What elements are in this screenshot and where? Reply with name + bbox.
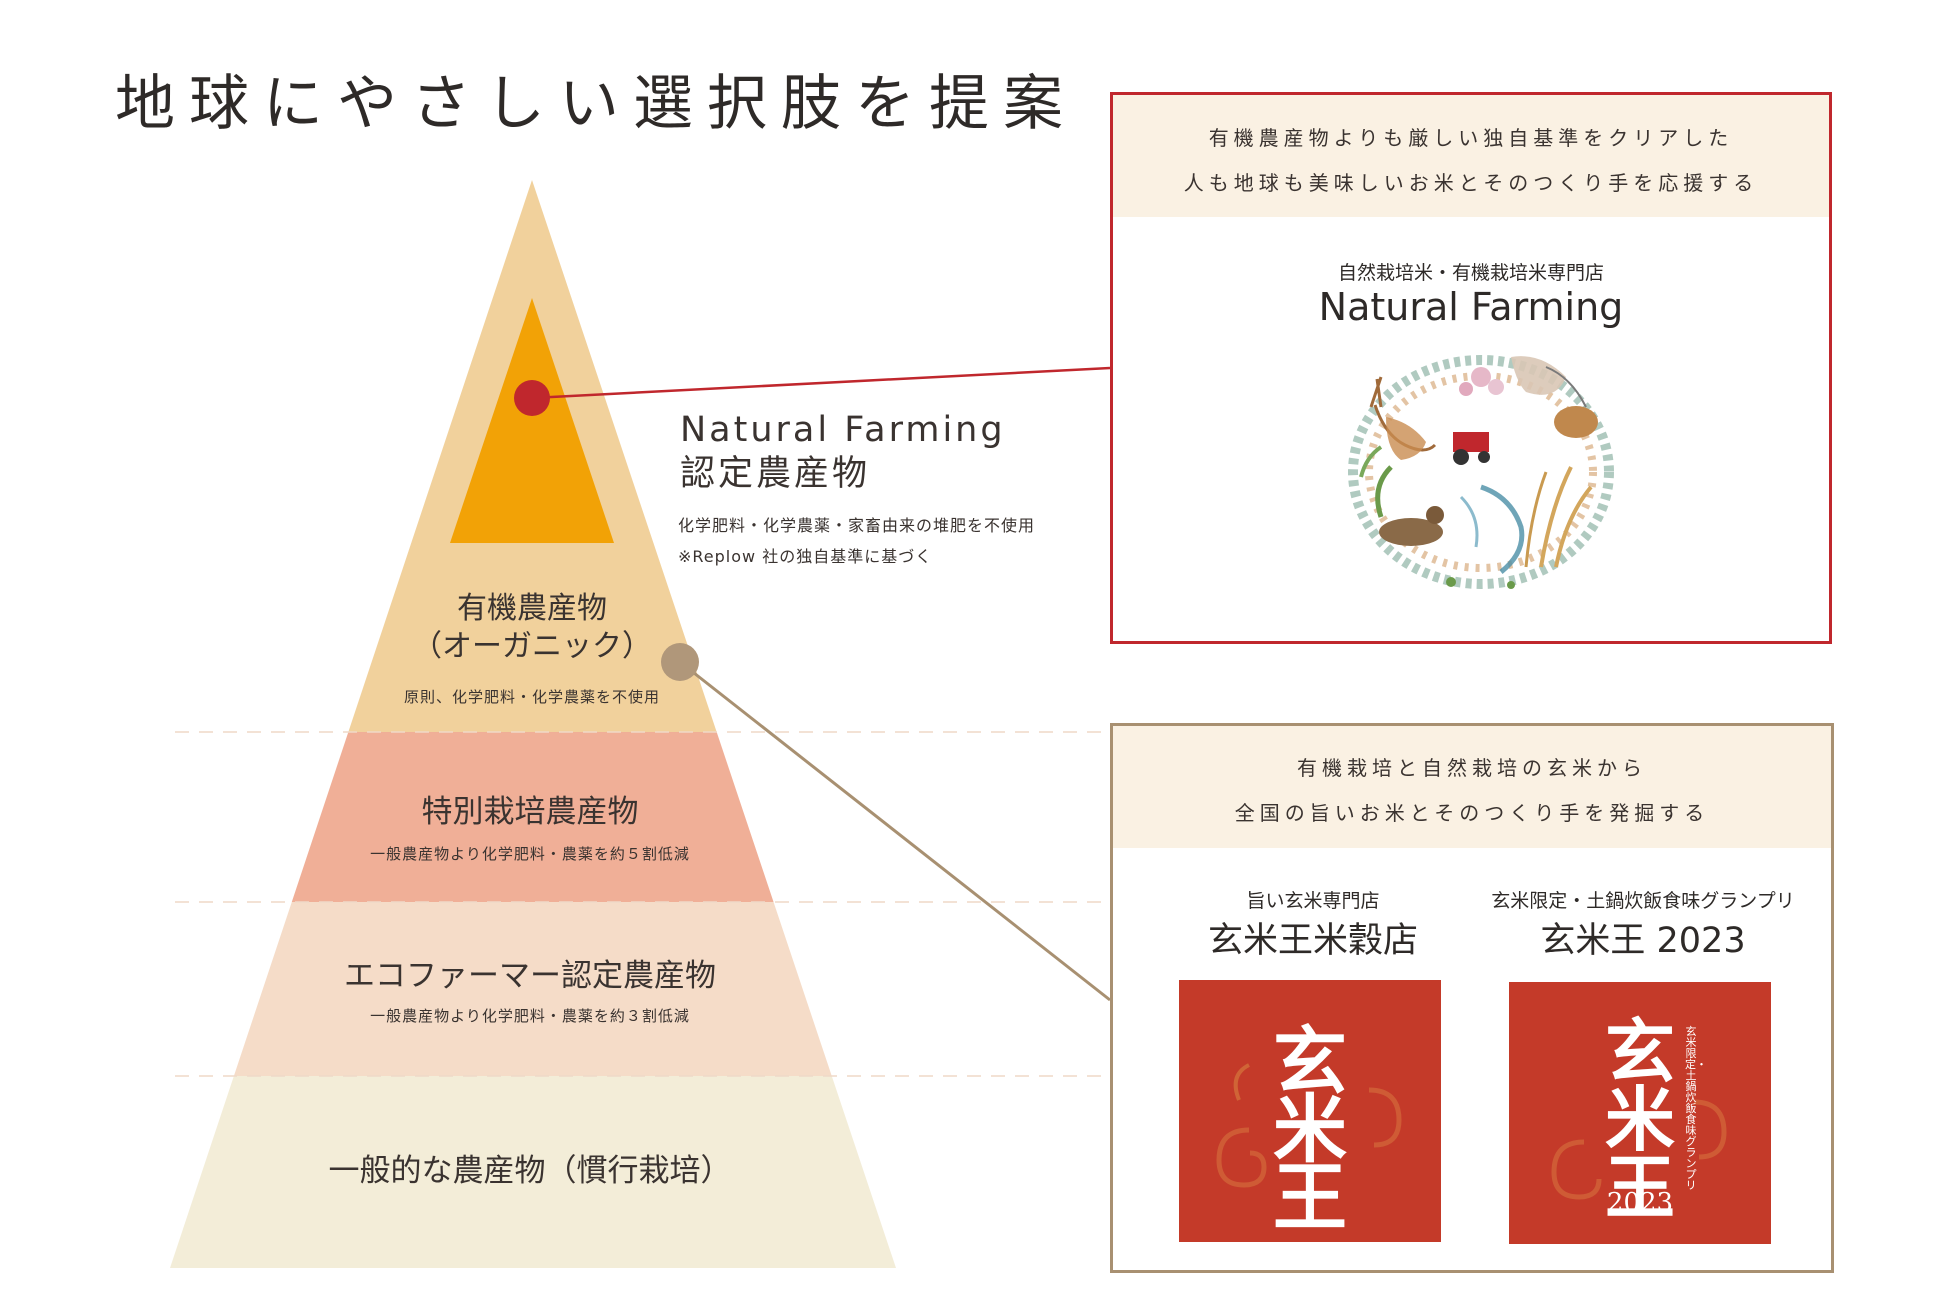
natural-farming-label: Natural Farming 認定農産物 bbox=[680, 408, 1006, 496]
swirl-ornament-icon bbox=[1551, 1099, 1727, 1200]
natural-farming-desc-line2: ※Replow 社の独自基準に基づく bbox=[678, 547, 933, 566]
genmai-ou-band-line2: 全国の旨いお米とそのつくり手を発掘する bbox=[1234, 801, 1710, 825]
genmai-ou-band: 有機栽培と自然栽培の玄米から 全国の旨いお米とそのつくり手を発掘する bbox=[1113, 726, 1831, 848]
shop2-logo-text: 玄米王 bbox=[1605, 1010, 1675, 1229]
nature-wreath-illustration-icon bbox=[1348, 355, 1614, 589]
shop2-logo-year: 2023 bbox=[1606, 1188, 1674, 1218]
natural-farming-band-line1: 有機農産物よりも厳しい独自基準をクリアした bbox=[1208, 126, 1734, 150]
special-title: 特別栽培農産物 bbox=[421, 794, 639, 830]
natural-farming-name: Natural Farming bbox=[1318, 285, 1624, 329]
natural-farming-box: 有機農産物よりも厳しい独自基準をクリアした 人も地球も美味しいお米とそのつくり手… bbox=[1110, 92, 1832, 644]
natural-farming-band-line2: 人も地球も美味しいお米とそのつくり手を応援する bbox=[1183, 171, 1759, 195]
natural-farming-band: 有機農産物よりも厳しい独自基準をクリアした 人も地球も美味しいお米とそのつくり手… bbox=[1113, 95, 1829, 217]
organic-title: 有機農産物 （オーガニック） bbox=[332, 590, 732, 666]
natural-farming-description: 化学肥料・化学農薬・家畜由来の堆肥を不使用 ※Replow 社の独自基準に基づく bbox=[678, 510, 1035, 572]
connector-line-organic bbox=[679, 660, 1111, 1002]
marker-dot-organic bbox=[661, 643, 699, 681]
shop2-logo-vertical-text: 玄米限定・土鍋炊飯食味グランプリ bbox=[1685, 1025, 1707, 1192]
natural-farming-label-jp: 認定農産物 bbox=[680, 454, 871, 494]
shop2-subtitle: 玄米限定・土鍋炊飯食味グランプリ bbox=[1491, 890, 1795, 912]
tier-natural-farming bbox=[450, 298, 614, 543]
tier-eco-farmer bbox=[170, 902, 896, 1076]
natural-farming-subtitle: 自然栽培米・有機栽培米専門店 bbox=[1337, 262, 1604, 284]
eco-farmer-title: エコファーマー認定農産物 bbox=[344, 958, 716, 994]
tier-conventional bbox=[170, 1076, 896, 1268]
organic-title-line1: 有機農産物 bbox=[457, 591, 607, 626]
natural-farming-label-en: Natural Farming bbox=[680, 410, 1006, 450]
shop2-logo: 玄米王 玄米限定・土鍋炊飯食味グランプリ 2023 bbox=[1509, 982, 1771, 1244]
genmai-ou-band-line1: 有機栽培と自然栽培の玄米から bbox=[1297, 756, 1647, 780]
special-description: 一般農産物より化学肥料・農薬を約５割低減 bbox=[370, 845, 690, 863]
shop1-subtitle: 旨い玄米専門店 bbox=[1246, 890, 1380, 912]
conventional-title: 一般的な農産物（慣行栽培） bbox=[328, 1153, 732, 1189]
organic-description: 原則、化学肥料・化学農薬を不使用 bbox=[403, 688, 660, 706]
organic-title-line2: （オーガニック） bbox=[412, 629, 652, 664]
shop1-logo-text: 玄米王 bbox=[1273, 1019, 1347, 1241]
shop2-name: 玄米王 2023 bbox=[1540, 921, 1746, 961]
shop1-name: 玄米王米穀店 bbox=[1207, 921, 1418, 961]
eco-farmer-description: 一般農産物より化学肥料・農薬を約３割低減 bbox=[370, 1007, 690, 1025]
genmai-ou-box: 有機栽培と自然栽培の玄米から 全国の旨いお米とそのつくり手を発掘する 旨い玄米専… bbox=[1110, 723, 1834, 1273]
connector-line-natural-farming bbox=[531, 366, 1111, 400]
natural-farming-desc-line1: 化学肥料・化学農薬・家畜由来の堆肥を不使用 bbox=[678, 516, 1036, 535]
swirl-ornament-icon bbox=[1216, 1063, 1402, 1188]
page-title: 地球にやさしい選択肢を提案 bbox=[115, 69, 1077, 139]
shop1-logo: 玄米王 bbox=[1179, 980, 1441, 1242]
marker-dot-natural-farming bbox=[514, 380, 550, 416]
